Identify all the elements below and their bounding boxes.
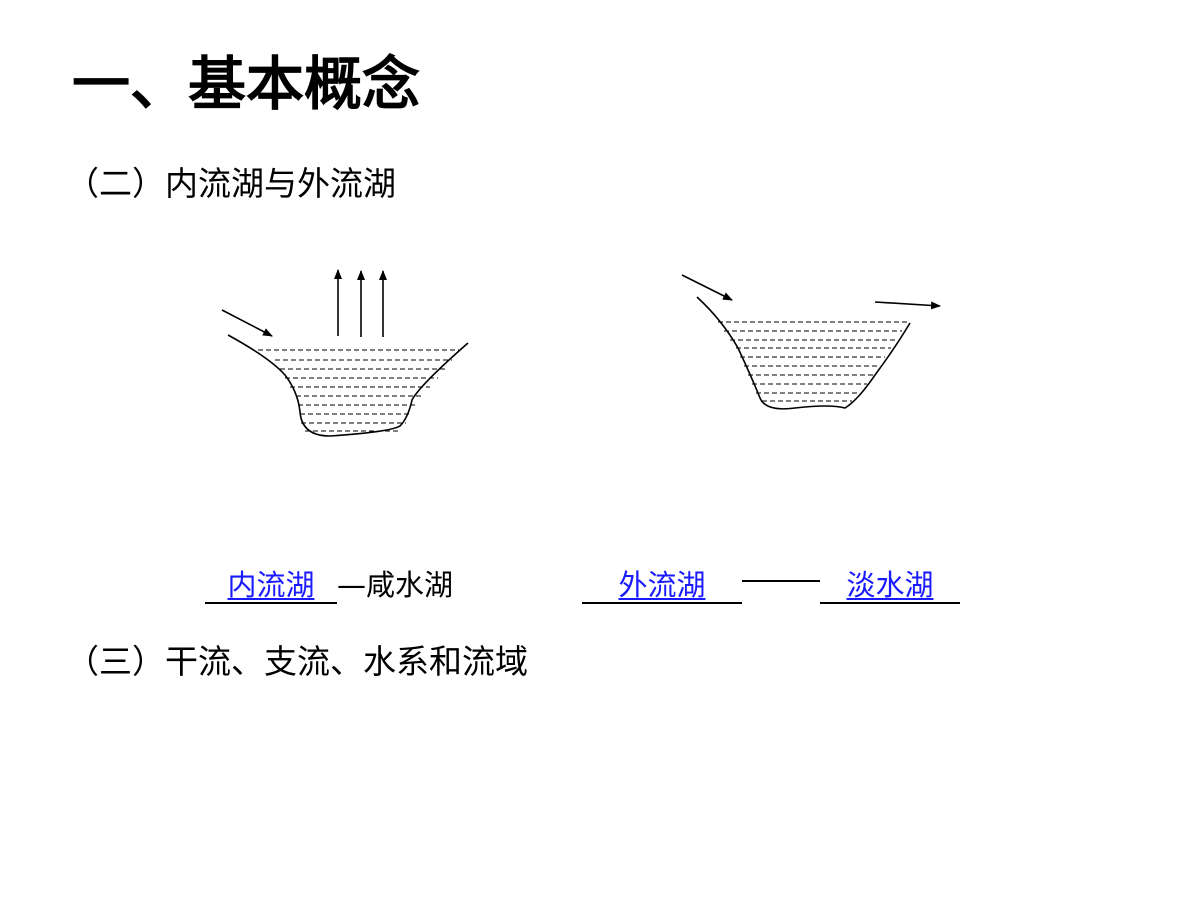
inland-lake-diagram	[221, 269, 469, 437]
inland-lake-blank: 内流湖	[205, 568, 337, 604]
section-heading-lakes: （二）内流湖与外流湖	[66, 164, 396, 203]
outflow-lake-inflow-arrow	[681, 274, 733, 301]
outflow-lake-diagram	[681, 274, 941, 410]
inland-lake-water	[258, 349, 460, 432]
caption-connector	[742, 580, 820, 582]
freshwater-lake-answer[interactable]: 淡水湖	[846, 568, 934, 602]
outflow-lake-caption: 外流湖 淡水湖	[582, 565, 960, 605]
outflow-lake-blank: 外流湖	[582, 568, 742, 604]
section-heading-rivers: （三）干流、支流、水系和流域	[66, 642, 528, 681]
inflow-arrow	[221, 309, 273, 337]
freshwater-lake-blank: 淡水湖	[820, 568, 960, 604]
outflow-lake-answer[interactable]: 外流湖	[618, 568, 706, 602]
outflow-lake-water	[718, 321, 908, 402]
inland-lake-caption: 内流湖 —咸水湖	[205, 565, 453, 605]
inland-lake-basin-outline	[227, 334, 469, 437]
inland-lake-suffix: —咸水湖	[337, 568, 454, 602]
page-title: 一、基本概念	[72, 50, 421, 118]
inland-lake-answer[interactable]: 内流湖	[227, 568, 315, 602]
outflow-lake-outflow-arrow	[874, 301, 941, 310]
outflow-lake-basin-outline	[696, 296, 911, 410]
